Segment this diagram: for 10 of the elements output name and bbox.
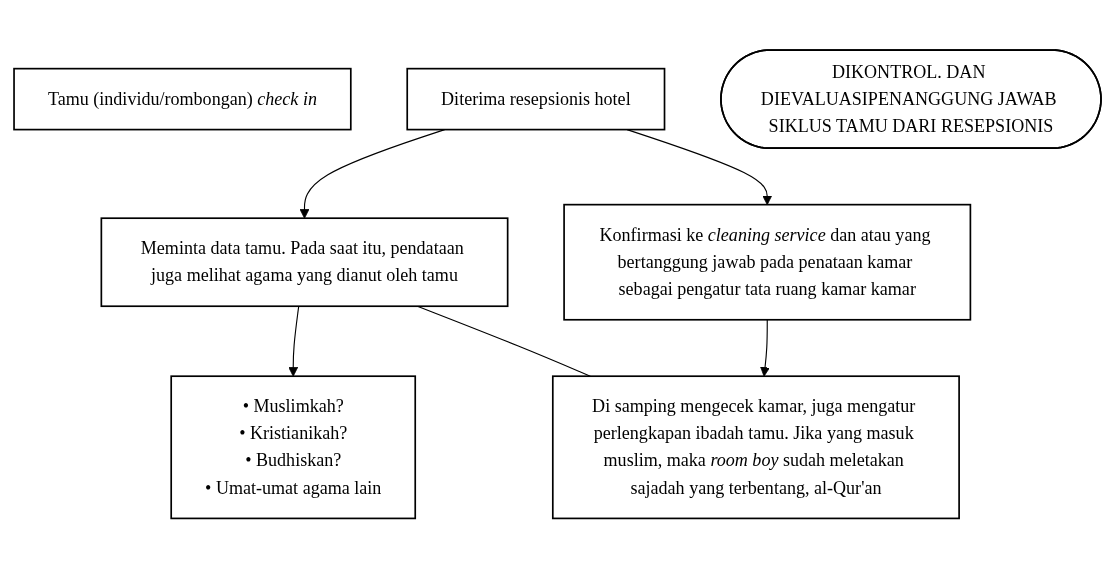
node-box: Tamu (individu/rombongan) check in	[13, 68, 352, 131]
node-box: Meminta data tamu. Pada saat itu, pendataan juga melihat agama yang dianut oleh tamu	[100, 217, 509, 308]
arrow	[288, 305, 300, 377]
node-box: • Muslimkah? • Kristianikah? • Budhiskan? • Umat-umat agama lain	[170, 375, 417, 520]
arrow	[626, 129, 773, 206]
arrow	[760, 319, 770, 377]
arrow	[299, 129, 446, 219]
node-box: Konfirmasi ke cleaning service dan atau yang bertanggung jawab pada penataan kamar sebagai pengatur tata ruang kamar kamar	[563, 204, 972, 321]
node-box: Di samping mengecek kamar, juga mengatur perlengkapan ibadah tamu. Jika yang masuk muslim, maka room boy sudah meletakan sajadah yang terbentang, al-Qur'an	[551, 375, 960, 520]
node-box: Diterima resepsionis hotel	[406, 68, 666, 131]
